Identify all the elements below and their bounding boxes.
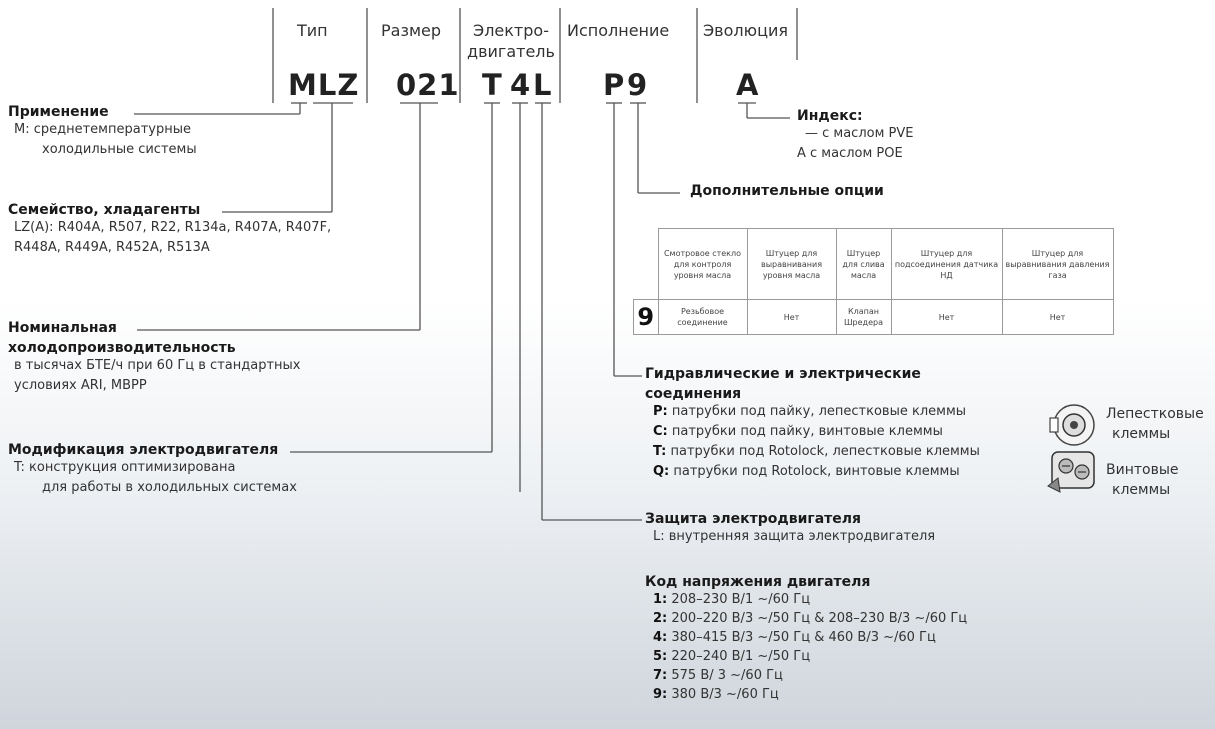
options-header-5: Штуцер для выравнивания давления газа [1001,228,1114,300]
options-title: Дополнительные опции [690,183,884,199]
voltage-key: 9: [653,687,668,702]
application-title: Применение [8,104,109,120]
options-row-code: 9 [633,299,659,335]
capacity-line1: в тысячах БТЕ/ч при 60 Гц в стандартных [14,358,301,373]
connection-item-q: Q: патрубки под Rotolock, винтовые клемм… [653,462,980,482]
connections-title1: Гидравлические и электрические [645,366,921,382]
header-version: Исполнение [567,21,670,40]
voltage-value: 208–230 В/1 ~/60 Гц [667,592,811,607]
spade-label-line1: Лепестковые [1106,406,1204,422]
connection-key: P: [653,404,668,419]
index-block: Индекс: — с маслом PVE A с маслом POE [797,108,913,164]
connection-item-p: P: патрубки под пайку, лепестковые клемм… [653,402,980,422]
code-motor-4: 4 [510,68,532,102]
motor-mod-line2: для работы в холодильных системах [42,480,297,495]
options-header-4: Штуцер для подсоединения датчика НД [890,228,1003,300]
protection-line1: L: внутренняя защита электродвигателя [653,529,936,544]
voltage-key: 2: [653,611,668,626]
family-line1: LZ(A): R404A, R507, R22, R134a, R407A, R… [14,220,332,235]
protection-block: Защита электродвигателя L: внутренняя за… [645,511,935,547]
connection-value: патрубки под пайку, винтовые клеммы [667,424,943,439]
motor-mod-title: Модификация электродвигателя [8,442,279,458]
spade-terminal-icon [1049,404,1095,446]
options-table: Смотровое стекло для контроля уровня мас… [633,228,1114,335]
options-header-2: Штуцер для выравнивания уровня масла [746,228,837,300]
connection-value: патрубки под Rotolock, лепестковые клемм… [666,444,980,459]
capacity-title2: холодопроизводительность [8,340,236,356]
screw-terminal-label: Винтовые клеммы [1106,460,1179,500]
voltage-item-2: 2: 200–220 В/3 ~/50 Гц & 208–230 В/3 ~/6… [653,609,967,628]
terminal-icons [1047,404,1095,493]
code-evolution: A [736,68,760,102]
connection-key: Q: [653,464,670,479]
connection-item-c: C: патрубки под пайку, винтовые клеммы [653,422,980,442]
voltage-item-9: 9: 380 В/3 ~/60 Гц [653,685,967,704]
code-type: MLZ [288,68,360,102]
options-header-row: Смотровое стекло для контроля уровня мас… [634,228,1114,300]
options-cell-4: Нет [890,299,1003,335]
application-line1: M: среднетемпературные [14,122,191,137]
voltage-key: 1: [653,592,668,607]
connection-value: патрубки под Rotolock, винтовые клеммы [669,464,960,479]
voltage-item-4: 4: 380–415 В/3 ~/50 Гц & 460 В/3 ~/60 Гц [653,628,967,647]
capacity-line2: условиях ARI, MBPP [14,378,147,393]
header-evolution: Эволюция [703,21,788,40]
options-header-3: Штуцер для слива масла [835,228,892,300]
options-cell-2: Нет [746,299,837,335]
family-block: Семейство, хладагенты LZ(A): R404A, R507… [8,202,331,258]
voltage-value: 380–415 В/3 ~/50 Гц & 460 В/3 ~/60 Гц [667,630,936,645]
application-line2: холодильные системы [42,142,197,157]
screw-terminal-icon [1047,451,1095,493]
voltage-key: 5: [653,649,668,664]
header-motor: Электро- двигатель [467,21,555,61]
motor-mod-line1: T: конструкция оптимизирована [14,460,236,475]
header-size: Размер [381,21,442,40]
spade-label-line2: клеммы [1112,426,1171,442]
connections-title2: соединения [645,386,742,402]
connection-item-t: T: патрубки под Rotolock, лепестковые кл… [653,442,980,462]
code-size: 021 [396,68,460,102]
protection-title: Защита электродвигателя [645,511,862,527]
connection-key: C: [653,424,668,439]
code-motor-t: T [482,68,503,102]
capacity-title1: Номинальная [8,320,117,336]
connections-block: Гидравлические и электрические соединени… [645,366,980,482]
connection-value: патрубки под пайку, лепестковые клеммы [667,404,967,419]
index-line2: A с маслом POE [797,146,903,161]
motor-mod-block: Модификация электродвигателя T: конструк… [8,442,297,498]
voltage-value: 380 В/3 ~/60 Гц [667,687,779,702]
screw-label-line2: клеммы [1112,482,1171,498]
family-title: Семейство, хладагенты [8,202,201,218]
code-version-p: P [603,68,626,102]
voltage-value: 575 В/ 3 ~/60 Гц [667,668,783,683]
options-cell-5: Нет [1001,299,1114,335]
header-type: Тип [297,21,328,40]
voltage-item-1: 1: 208–230 В/1 ~/60 Гц [653,590,967,609]
spade-terminal-label: Лепестковые клеммы [1106,404,1204,444]
index-title: Индекс: [797,108,863,124]
voltage-title: Код напряжения двигателя [645,574,871,590]
screw-label-line1: Винтовые [1106,462,1179,478]
options-header-1: Смотровое стекло для контроля уровня мас… [657,228,748,300]
connection-key: T: [653,444,667,459]
voltage-key: 4: [653,630,668,645]
voltage-value: 220–240 В/1 ~/50 Гц [667,649,811,664]
application-block: Применение M: среднетемпературные холоди… [8,104,197,160]
options-cell-1: Резьбовое соединение [657,299,748,335]
options-row-9: 9 Резьбовое соединение Нет Клапан Шредер… [633,299,1114,335]
code-motor-l: L [533,68,553,102]
voltage-value: 200–220 В/3 ~/50 Гц & 208–230 В/3 ~/60 Г… [667,611,968,626]
voltage-item-5: 5: 220–240 В/1 ~/50 Гц [653,647,967,666]
index-line1: — с маслом PVE [805,126,914,141]
code-version-9: 9 [627,68,649,102]
voltage-block: Код напряжения двигателя 1: 208–230 В/1 … [645,574,967,704]
family-line2: R448A, R449A, R452A, R513A [14,240,210,255]
options-cell-3: Клапан Шредера [835,299,892,335]
voltage-key: 7: [653,668,668,683]
voltage-item-7: 7: 575 В/ 3 ~/60 Гц [653,666,967,685]
capacity-block: Номинальная холодопроизводительность в т… [8,320,300,396]
